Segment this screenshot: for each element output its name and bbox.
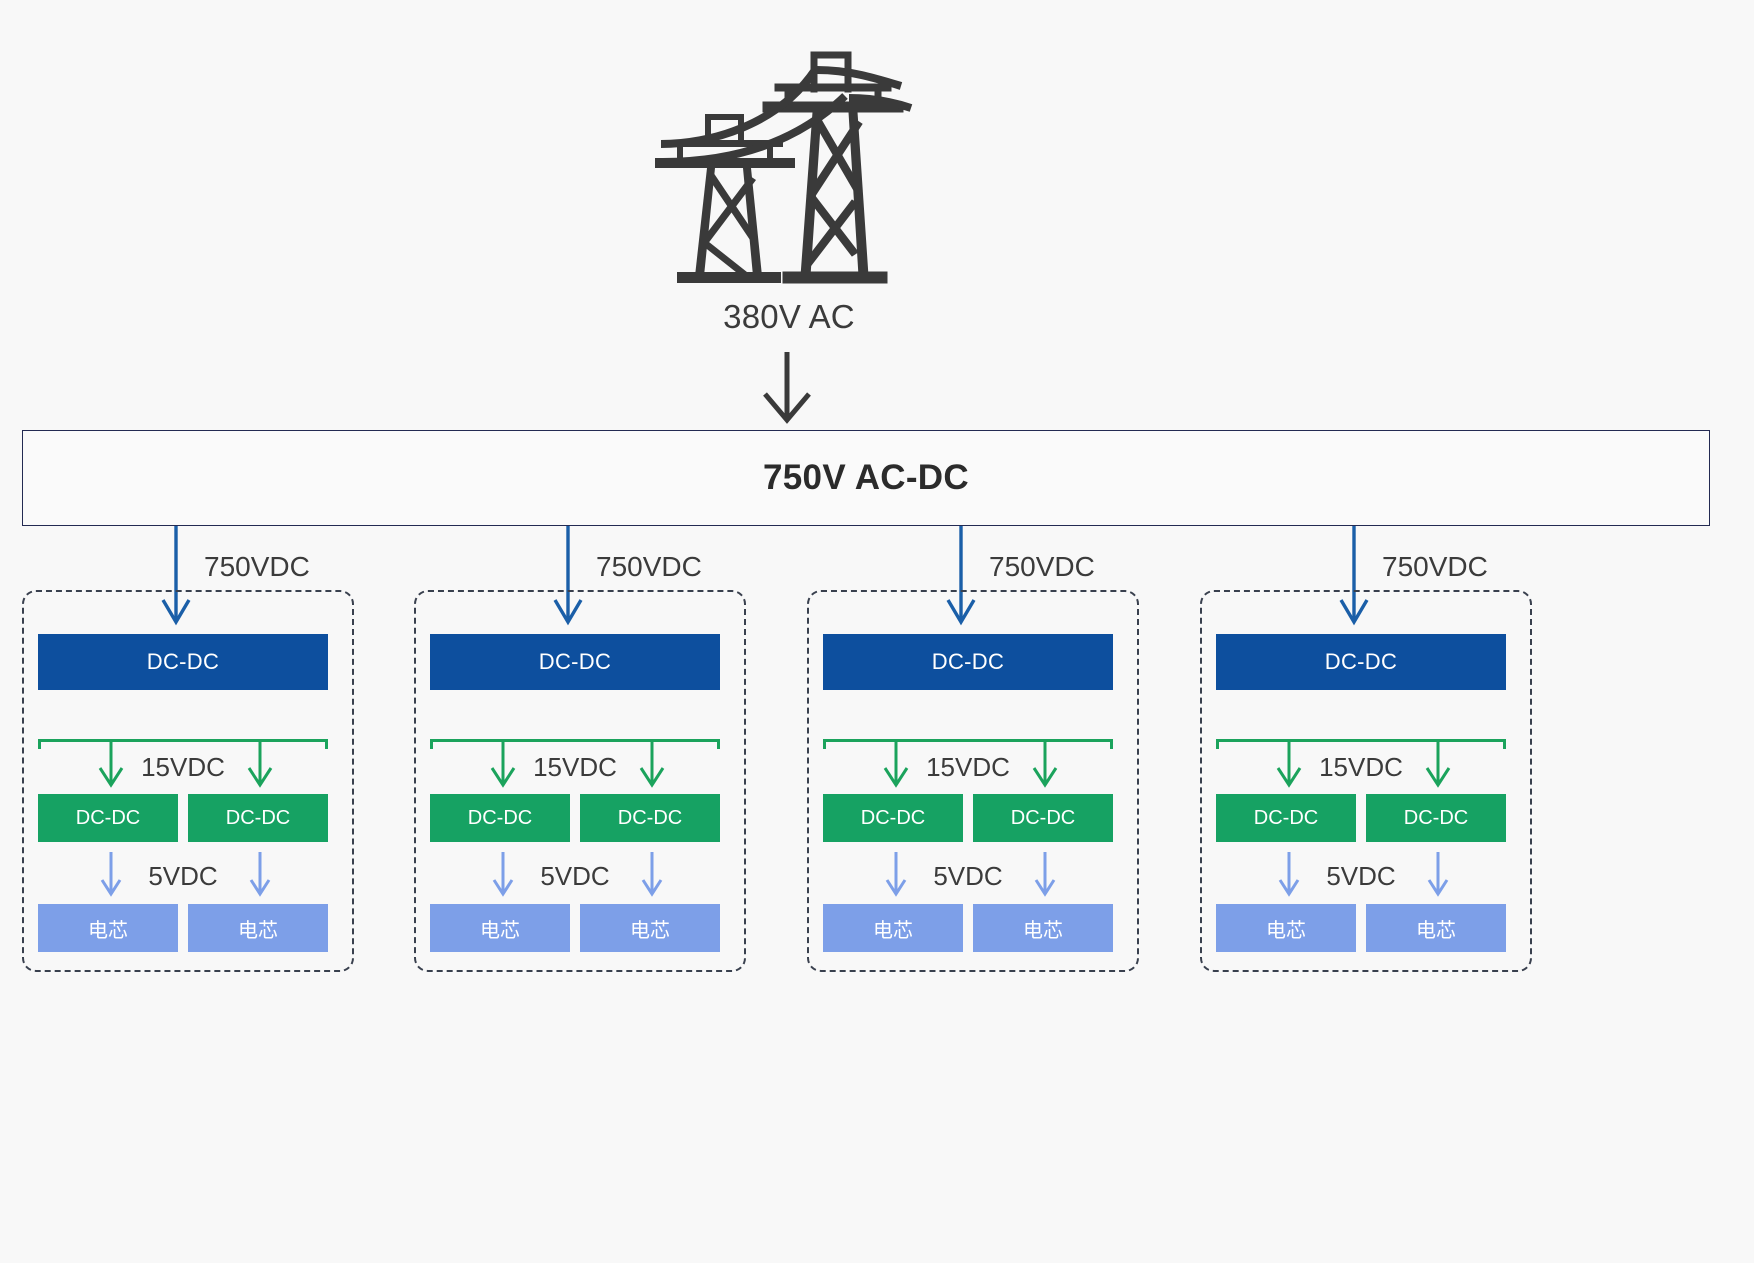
battery-cell: 电芯 <box>1366 904 1506 952</box>
primary-dc-dc-converter: DC-DC <box>823 634 1113 690</box>
dc-bus-stub-left <box>38 739 41 749</box>
dc-bus-stub-left <box>1216 739 1219 749</box>
dc-bus-stub-left <box>430 739 433 749</box>
battery-cell: 电芯 <box>823 904 963 952</box>
rack-boundary <box>807 590 1139 972</box>
rack-group: 750VDC DC-DC 15VDC DC-DC DC-DC <box>793 526 1178 986</box>
rack-group: 750VDC DC-DC 15VDC DC-DC DC-DC <box>8 526 393 986</box>
cell-arrow-5vdc-icon <box>97 852 125 898</box>
rack-group-row: 750VDC DC-DC 15VDC DC-DC DC-DC <box>0 526 1754 996</box>
ac-dc-converter-bar: 750V AC-DC <box>22 430 1710 526</box>
feed-voltage-label: 750VDC <box>989 551 1095 582</box>
rack-group: 750VDC DC-DC 15VDC DC-DC DC-DC <box>1186 526 1571 986</box>
branch-arrow-15vdc-icon <box>243 739 277 789</box>
dc-bus-stub-right <box>325 739 328 749</box>
mid-voltage-label: 15VDC <box>1319 752 1403 782</box>
battery-cell: 电芯 <box>1216 904 1356 952</box>
battery-cell: 电芯 <box>430 904 570 952</box>
battery-cell: 电芯 <box>188 904 328 952</box>
dc-bus-stub-right <box>717 739 720 749</box>
ac-dc-converter-label: 750V AC-DC <box>763 458 969 497</box>
mid-voltage-label: 15VDC <box>926 752 1010 782</box>
power-transmission-tower-icon <box>649 40 929 290</box>
branch-arrow-15vdc-icon <box>635 739 669 789</box>
secondary-dc-dc-converter: DC-DC <box>580 794 720 842</box>
low-voltage-label: 5VDC <box>540 861 610 891</box>
feed-arrow-750vdc-icon <box>941 526 981 626</box>
rack-group: 750VDC DC-DC 15VDC DC-DC DC-DC <box>400 526 785 986</box>
dc-bus-line <box>38 739 328 742</box>
secondary-dc-dc-converter: DC-DC <box>973 794 1113 842</box>
feed-arrow-750vdc-icon <box>1334 526 1374 626</box>
primary-dc-dc-converter: DC-DC <box>430 634 720 690</box>
low-voltage-label: 5VDC <box>933 861 1003 891</box>
branch-arrow-15vdc-icon <box>879 739 913 789</box>
dc-bus-stub-left <box>823 739 826 749</box>
feed-voltage-label: 750VDC <box>1382 551 1488 582</box>
dc-bus-line <box>1216 739 1506 742</box>
cell-arrow-5vdc-icon <box>882 852 910 898</box>
dc-bus-line <box>823 739 1113 742</box>
rack-boundary <box>1200 590 1532 972</box>
primary-dc-dc-converter: DC-DC <box>38 634 328 690</box>
secondary-dc-dc-converter: DC-DC <box>823 794 963 842</box>
cell-arrow-5vdc-icon <box>638 852 666 898</box>
mid-voltage-label: 15VDC <box>533 752 617 782</box>
branch-arrow-15vdc-icon <box>1028 739 1062 789</box>
cell-arrow-5vdc-icon <box>246 852 274 898</box>
feed-arrow-750vdc-icon <box>548 526 588 626</box>
main-flow-arrow-icon <box>745 352 829 424</box>
branch-arrow-15vdc-icon <box>1272 739 1306 789</box>
low-voltage-label: 5VDC <box>148 861 218 891</box>
feed-arrow-750vdc-icon <box>156 526 196 626</box>
source-voltage-label: 380V AC <box>723 298 855 335</box>
cell-arrow-5vdc-icon <box>489 852 517 898</box>
rack-boundary <box>414 590 746 972</box>
battery-cell: 电芯 <box>973 904 1113 952</box>
low-voltage-label: 5VDC <box>1326 861 1396 891</box>
cell-arrow-5vdc-icon <box>1275 852 1303 898</box>
secondary-dc-dc-converter: DC-DC <box>38 794 178 842</box>
secondary-dc-dc-converter: DC-DC <box>188 794 328 842</box>
branch-arrow-15vdc-icon <box>1421 739 1455 789</box>
cell-arrow-5vdc-icon <box>1031 852 1059 898</box>
branch-arrow-15vdc-icon <box>486 739 520 789</box>
secondary-dc-dc-converter: DC-DC <box>1216 794 1356 842</box>
dc-bus-stub-right <box>1503 739 1506 749</box>
secondary-dc-dc-converter: DC-DC <box>430 794 570 842</box>
feed-voltage-label: 750VDC <box>596 551 702 582</box>
battery-cell: 电芯 <box>580 904 720 952</box>
battery-cell: 电芯 <box>38 904 178 952</box>
cell-arrow-5vdc-icon <box>1424 852 1452 898</box>
feed-voltage-label: 750VDC <box>204 551 310 582</box>
branch-arrow-15vdc-icon <box>94 739 128 789</box>
rack-boundary <box>22 590 354 972</box>
dc-bus-line <box>430 739 720 742</box>
primary-dc-dc-converter: DC-DC <box>1216 634 1506 690</box>
secondary-dc-dc-converter: DC-DC <box>1366 794 1506 842</box>
mid-voltage-label: 15VDC <box>141 752 225 782</box>
dc-bus-stub-right <box>1110 739 1113 749</box>
